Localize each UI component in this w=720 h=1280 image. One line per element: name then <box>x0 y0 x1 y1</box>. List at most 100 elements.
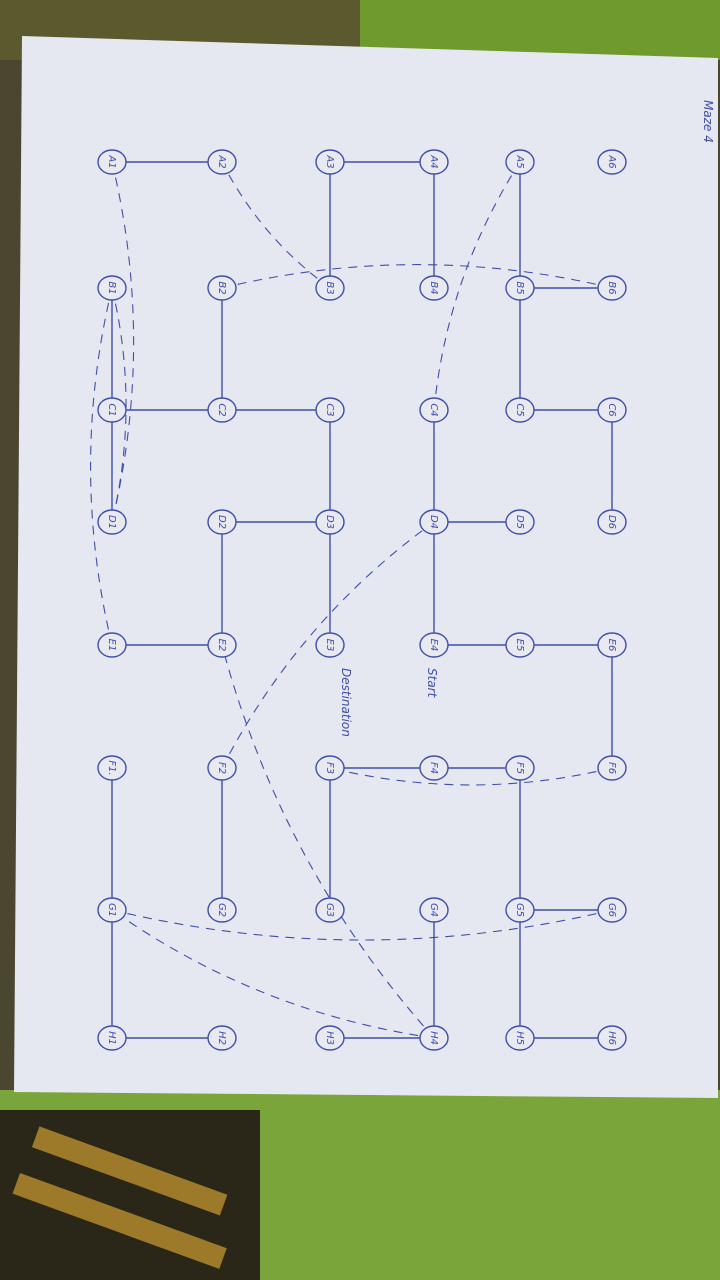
dashed-path-B2-B6 <box>221 264 613 289</box>
maze-node-label: E1 <box>106 639 117 652</box>
maze-node-A5: A5 <box>505 149 535 175</box>
maze-node-circle <box>597 509 627 535</box>
maze-node-label: A2 <box>216 154 227 168</box>
maze-node-label: F5 <box>514 762 525 774</box>
maze-node-F4: F4 <box>419 755 449 781</box>
maze-node-circle <box>505 275 535 301</box>
maze-node-C5: C5 <box>505 397 535 423</box>
maze-node-D4: D4 <box>419 509 449 535</box>
maze-node-circle <box>505 509 535 535</box>
maze-node-label: D5 <box>514 515 525 529</box>
maze-node-circle <box>597 149 627 175</box>
maze-node-circle <box>315 509 345 535</box>
maze-node-label: B6 <box>606 281 617 294</box>
maze-node-circle <box>597 755 627 781</box>
maze-node-H4: H4 <box>419 1025 449 1051</box>
maze-node-circle <box>97 755 127 781</box>
maze-node-C2: C2 <box>207 397 237 423</box>
maze-node-label: H5 <box>514 1031 525 1045</box>
maze-node-A4: A4 <box>419 149 449 175</box>
maze-node-E1: E1 <box>97 632 127 658</box>
maze-node-D6: D6 <box>597 509 627 535</box>
maze-node-F1: F1. <box>97 755 127 781</box>
maze-node-B5: B5 <box>505 275 535 301</box>
maze-node-circle <box>505 397 535 423</box>
maze-node-label: E4 <box>428 639 439 652</box>
maze-node-F6: F6 <box>597 755 627 781</box>
maze-node-label: B4 <box>428 281 439 294</box>
maze-node-label: B2 <box>216 281 227 294</box>
maze-node-label: B3 <box>324 281 335 294</box>
dashed-path-B3-A2 <box>221 161 331 289</box>
maze-node-label: G1 <box>106 903 117 917</box>
maze-node-label: C6 <box>606 403 617 416</box>
maze-node-circle <box>97 397 127 423</box>
dashed-path-E1-B1 <box>90 287 113 646</box>
maze-node-A6: A6 <box>597 149 627 175</box>
maze-node-G4: G4 <box>419 897 449 923</box>
maze-node-circle <box>597 1025 627 1051</box>
maze-node-A1: A1 <box>97 149 127 175</box>
maze-node-label: A6 <box>606 154 617 168</box>
maze-node-circle <box>315 397 345 423</box>
maze-node-circle <box>315 632 345 658</box>
maze-node-circle <box>97 149 127 175</box>
maze-node-circle <box>419 1025 449 1051</box>
maze-node-label: H1 <box>106 1031 117 1045</box>
maze-node-G2: G2 <box>207 897 237 923</box>
maze-node-label: G4 <box>428 903 439 917</box>
maze-node-label: D3 <box>324 515 335 529</box>
maze-node-label: H4 <box>428 1031 439 1045</box>
maze-node-H6: H6 <box>597 1025 627 1051</box>
maze-node-E6: E6 <box>597 632 627 658</box>
maze-node-circle <box>207 149 237 175</box>
maze-dashed-paths <box>90 161 613 1039</box>
maze-node-label: G5 <box>514 903 525 917</box>
floor-cloth-pattern <box>31 1126 228 1216</box>
maze-node-C6: C6 <box>597 397 627 423</box>
maze-node-B2: B2 <box>207 275 237 301</box>
maze-node-label: E6 <box>606 639 617 652</box>
maze-node-E2: E2 <box>207 632 237 658</box>
maze-node-E4: E4 <box>419 632 449 658</box>
dashed-path-A1-D1 <box>111 161 135 523</box>
maze-node-label: C1 <box>106 403 117 416</box>
maze-node-label: C3 <box>324 403 335 416</box>
maze-node-H5: H5 <box>505 1025 535 1051</box>
maze-node-label: F2 <box>216 762 227 774</box>
maze-node-circle <box>315 275 345 301</box>
maze-node-label: A5 <box>514 154 525 168</box>
maze-node-label: F6 <box>606 762 617 774</box>
maze-node-label: A3 <box>324 154 335 168</box>
maze-node-label: E3 <box>324 639 335 652</box>
maze-node-label: E2 <box>216 639 227 652</box>
maze-title: Maze 4 <box>701 100 715 143</box>
maze-node-label: D4 <box>428 515 439 529</box>
maze-node-label: D6 <box>606 515 617 529</box>
maze-node-G1: G1 <box>97 897 127 923</box>
maze-node-label: C5 <box>514 403 525 416</box>
maze-node-circle <box>597 275 627 301</box>
maze-node-circle <box>315 755 345 781</box>
maze-node-G6: G6 <box>597 897 627 923</box>
maze-node-C1: C1 <box>97 397 127 423</box>
maze-node-D2: D2 <box>207 509 237 535</box>
maze-node-circle <box>97 275 127 301</box>
maze-node-label: H6 <box>606 1031 617 1045</box>
maze-node-D1: D1 <box>97 509 127 535</box>
destination-label: Destination <box>339 668 353 737</box>
maze-node-B6: B6 <box>597 275 627 301</box>
maze-node-D3: D3 <box>315 509 345 535</box>
maze-node-H2: H2 <box>207 1025 237 1051</box>
maze-node-circle <box>505 755 535 781</box>
maze-node-label: F3 <box>324 762 335 774</box>
maze-node-circle <box>207 755 237 781</box>
maze-node-D5: D5 <box>505 509 535 535</box>
maze-node-E3: E3 <box>315 632 345 658</box>
maze-node-circle <box>419 509 449 535</box>
maze-node-circle <box>315 897 345 923</box>
maze-node-circle <box>505 1025 535 1051</box>
dashed-path-C4-A5 <box>433 161 521 411</box>
maze-node-circle <box>505 897 535 923</box>
